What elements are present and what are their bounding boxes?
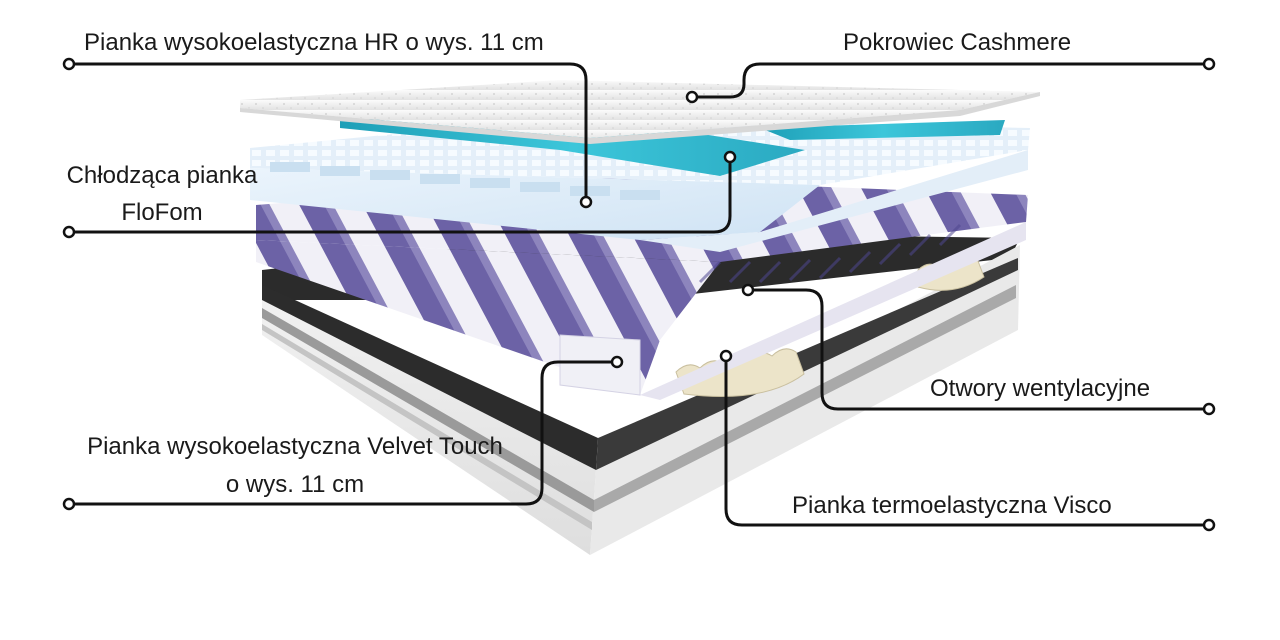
cooling-front-side [250, 148, 820, 240]
cooling-teal-insert-right [760, 120, 1005, 140]
dot-velvet-left [62, 497, 76, 511]
dot-ventilation-target [741, 283, 755, 297]
leader-hr-foam [69, 62, 588, 202]
label-cooling-foam-line2: FloFom [121, 198, 203, 226]
dot-hr-foam-target [579, 195, 593, 209]
leader-ventilation [748, 288, 1209, 411]
ventilation-channels [698, 223, 962, 284]
label-ventilation-holes: Otwory wentylacyjne [930, 375, 1151, 402]
base-gray-stripe-2 [262, 324, 592, 530]
cooling-right-side [640, 150, 1028, 252]
dot-ventilation-right [1202, 402, 1216, 416]
label-hr-foam: Pianka wysokoelastyczna HR o wys. 11 cm [84, 29, 544, 56]
label-velvet-line2: o wys. 11 cm [225, 470, 365, 498]
label-cooling-foam: Chłodząca pianka FloFom [56, 162, 268, 228]
cover-top-face [240, 80, 1040, 138]
label-cashmere-cover: Pokrowiec Cashmere [843, 29, 1072, 56]
leader-visco [724, 356, 1209, 527]
velvet-right-side [640, 222, 1026, 400]
base-gray-stripe [262, 308, 594, 512]
leader-cover [692, 62, 1209, 99]
leader-velvet [69, 360, 617, 506]
dot-velvet-target [610, 355, 624, 369]
dot-visco-right [1202, 518, 1216, 532]
leader-cooling [69, 157, 732, 234]
dot-cooling-target [723, 150, 737, 164]
label-velvet-touch-foam: Pianka wysokoelastyczna Velvet Touch o w… [62, 433, 528, 500]
leader-lines [69, 62, 1209, 527]
cooling-ribs [270, 162, 660, 200]
base-dark-band [262, 285, 598, 470]
velvet-corner-block [559, 334, 641, 396]
dot-cover-right [1202, 57, 1216, 71]
base-gray-stripe-right [594, 285, 1016, 512]
cashmere-cover [240, 80, 1040, 144]
dot-cooling-left [62, 225, 76, 239]
cover-edge [240, 92, 1040, 144]
label-cooling-foam-line1: Chłodząca pianka [66, 162, 258, 189]
label-velvet-line1: Pianka wysokoelastyczna Velvet Touch [87, 433, 503, 460]
leader-dots [62, 57, 1216, 532]
base-dark-band-right [596, 258, 1018, 470]
dot-cover-target [685, 90, 699, 104]
label-visco-foam: Pianka termoelastyczna Visco [792, 492, 1112, 519]
dot-hr-foam-left [62, 57, 76, 71]
dot-visco-target [719, 349, 733, 363]
